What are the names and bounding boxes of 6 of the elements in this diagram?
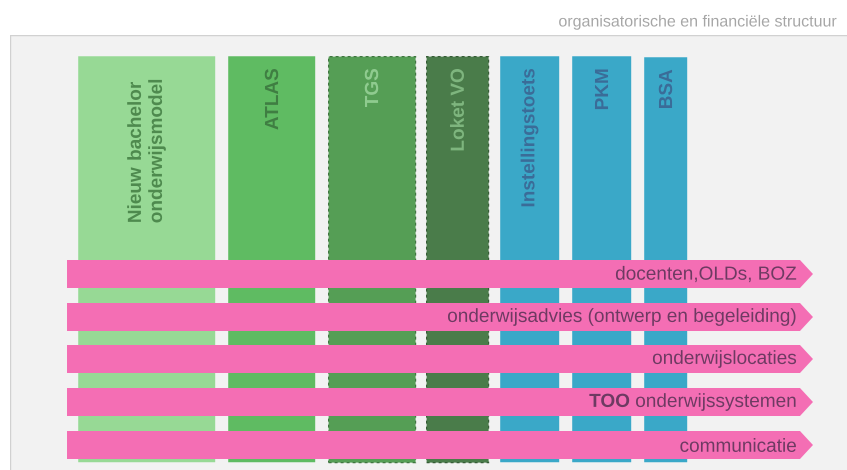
node-label: organisatorische en financiële structuur [559,14,836,30]
arrow-band: onderwijsadvies (ontwerp en begeleiding) [67,303,813,331]
arrow-band: communicatie [67,431,813,459]
arrow-band: onderwijslocaties [67,345,813,373]
arrow-band: TOO onderwijssystemen [67,388,813,416]
arrow-band: docenten,OLDs, BOZ [67,260,813,288]
